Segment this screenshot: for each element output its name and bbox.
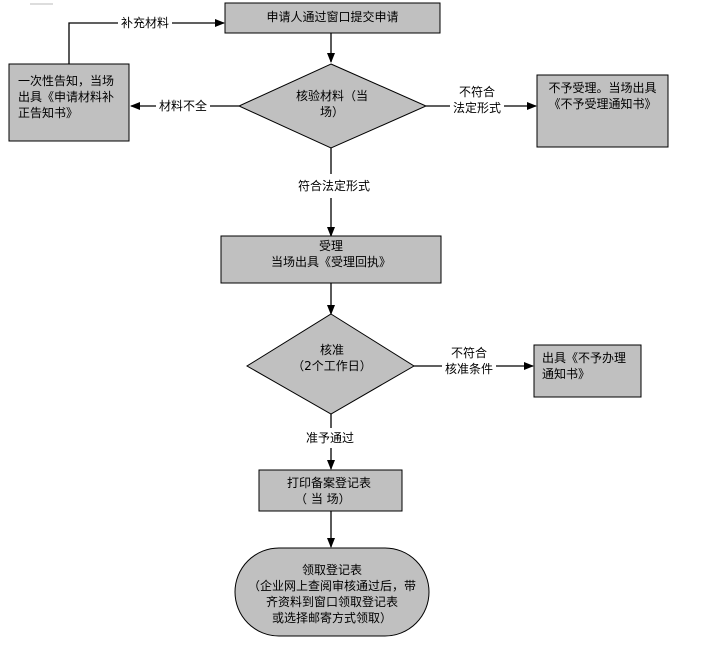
node-reject-accept-line: 《不予受理通知书》 (548, 97, 657, 111)
node-reject-accept-shape (536, 74, 669, 148)
node-approve: 核准 （2个工作日） (280, 342, 384, 374)
node-reject-accept: 不予受理。当场出具 《不予受理通知书》 (537, 80, 668, 112)
node-submit-line: 申请人通过窗口提交申请 (266, 10, 399, 24)
edge-label-supplement: 补充材料 (118, 15, 173, 31)
node-collect: 领取登记表 （企业网上查阅审核通过后，带 齐资料到窗口领取登记表 或选择邮寄方式… (235, 562, 429, 626)
node-verify-shape (237, 63, 428, 149)
node-print-line: （ 当 场） (295, 492, 351, 506)
node-reject-handle-line: 通知书》 (542, 367, 591, 381)
node-notify-supplement-line: 出具《申请材料补 (18, 90, 115, 104)
node-verify-line: 核验材料（当 (295, 89, 368, 103)
node-collect-line: 或选择邮寄方式领取） (271, 611, 392, 625)
node-accept-line: 受理 (318, 239, 343, 253)
node-collect-line: 齐资料到窗口领取登记表 (265, 595, 398, 609)
node-collect-line: （企业网上查阅审核通过后，带 (247, 579, 416, 593)
node-print-shape (258, 469, 403, 512)
nodes (8, 2, 669, 637)
edge-label-line: 不符合 (451, 346, 488, 360)
node-accept: 受理 当场出具《受理回执》 (221, 238, 441, 270)
node-print-line: 打印备案登记表 (287, 476, 372, 490)
node-reject-accept-line: 不予受理。当场出具 (548, 81, 657, 95)
node-approve-line: （2个工作日） (292, 359, 372, 373)
edge-label-line: 法定形式 (453, 101, 502, 115)
edge-label-line: 核准条件 (445, 362, 494, 376)
edge-label-conform-form: 符合法定形式 (295, 174, 374, 198)
node-approve-line: 核准 (319, 343, 344, 357)
node-notify-supplement: 一次性告知，当场 出具《申请材料补 正告知书》 (18, 73, 128, 121)
edge-label-line: 不符合 (459, 85, 496, 99)
node-approve-shape (246, 313, 415, 415)
edge-label-approved: 准予通过 (303, 428, 358, 448)
edge-label-not-conform-approve: 不符合 核准条件 (442, 345, 497, 377)
node-reject-handle-shape (533, 344, 642, 398)
node-print: 打印备案登记表 （ 当 场） (287, 475, 402, 507)
node-reject-handle-line: 出具《不予办理 (542, 351, 627, 365)
edge-supplement-to-submit (68, 19, 225, 64)
node-notify-supplement-shape (8, 63, 130, 142)
node-verify-line: 场） (319, 105, 344, 119)
edge-label-incomplete: 材料不全 (156, 98, 211, 114)
node-verify: 核验材料（当 场） (280, 88, 384, 120)
node-submit-shape (224, 2, 441, 34)
node-accept-shape (220, 235, 442, 284)
edge-label-not-conform-form: 不符合 法定形式 (450, 84, 505, 116)
node-submit: 申请人通过窗口提交申请 (225, 9, 440, 25)
node-notify-supplement-line: 正告知书》 (18, 106, 79, 120)
node-notify-supplement-line: 一次性告知，当场 (18, 74, 115, 88)
node-accept-line: 当场出具《受理回执》 (270, 255, 391, 269)
node-collect-shape (234, 547, 430, 637)
node-collect-line: 领取登记表 (301, 563, 362, 577)
node-reject-handle: 出具《不予办理 通知书》 (542, 350, 642, 382)
